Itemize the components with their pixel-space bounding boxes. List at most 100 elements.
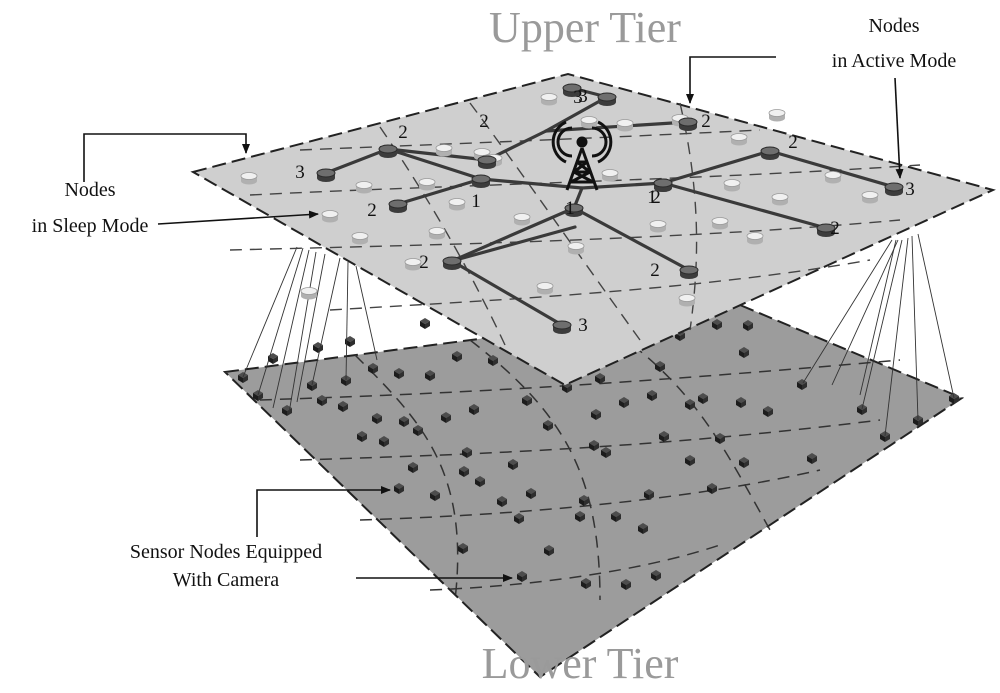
active-node: 2 (419, 252, 462, 273)
active-node: 3 (562, 83, 583, 108)
sleep-node (601, 169, 619, 182)
active-node-disc (552, 320, 572, 334)
sensor-node-camera (543, 420, 553, 431)
sleep-node (355, 181, 373, 194)
sleep-node (723, 179, 741, 192)
sensor-node-camera (857, 404, 867, 415)
sleep-node (678, 294, 696, 307)
sensor-nodes-callout: Sensor Nodes Equipped With Camera (130, 486, 513, 591)
lower-tier-title: Lower Tier (482, 639, 679, 688)
sensor-node-camera (394, 368, 404, 379)
sensor-node-camera (647, 390, 657, 401)
sensor-node-camera (425, 370, 435, 381)
active-node-disc (679, 265, 699, 279)
sensor-node-camera (736, 397, 746, 408)
sensor-node-camera (739, 457, 749, 468)
sensor-node-camera (575, 511, 585, 522)
sleep-node (567, 242, 585, 255)
active-node-disc (477, 155, 497, 169)
sensor-node-camera (458, 543, 468, 554)
active-node: 2 (678, 111, 711, 132)
active-node-disc (653, 178, 673, 192)
sensor-node-camera (317, 395, 327, 406)
sensor-node-camera (497, 496, 507, 507)
sensor-node-camera (253, 390, 263, 401)
sensor-node-camera (763, 406, 773, 417)
sensor-node-camera (475, 476, 485, 487)
sensor-node-camera (621, 579, 631, 590)
sensor-node-camera (619, 397, 629, 408)
sleep-node (240, 172, 258, 185)
sensor-node-camera (712, 319, 722, 330)
active-node: 3 (884, 179, 915, 200)
sensor-node-camera (413, 425, 423, 436)
active-node-disc (471, 174, 491, 188)
node-level-label: 2 (788, 132, 798, 153)
sensor-node-camera (739, 347, 749, 358)
active-node-disc (442, 256, 462, 270)
sensor-node-camera (441, 412, 451, 423)
sensor-node-camera (430, 490, 440, 501)
sleep-node (351, 232, 369, 245)
active-node-disc (378, 144, 398, 158)
active-node: 2 (367, 199, 408, 221)
node-level-label: 3 (573, 87, 583, 108)
sleep-node (513, 213, 531, 226)
sensor-node-camera (394, 483, 404, 494)
active-node: 2 (760, 132, 798, 160)
sensor-node-camera (638, 523, 648, 534)
active-node-disc (564, 203, 584, 217)
node-level-label: 2 (650, 260, 660, 281)
active-node-disc (316, 168, 336, 182)
sleep-node (649, 220, 667, 233)
sleep-node (300, 287, 318, 300)
sensor-node-camera (488, 355, 498, 366)
sleep-node (711, 217, 729, 230)
active-node-disc (562, 83, 582, 97)
sensor-node-camera (459, 466, 469, 477)
node-level-label: 2 (830, 218, 840, 239)
sensor-node-camera (591, 409, 601, 420)
active-callout-line-1: Nodes (868, 15, 919, 37)
node-level-label: 1 (647, 187, 657, 208)
sensor-node-camera (372, 413, 382, 424)
node-level-label: 2 (367, 200, 377, 221)
antenna-tower-icon (551, 120, 613, 191)
active-node: 2 (378, 122, 408, 158)
active-callout-line-2: in Active Mode (832, 50, 957, 72)
sensor-node-camera (651, 570, 661, 581)
upper-tier-title: Upper Tier (489, 3, 681, 52)
sleep-node (616, 119, 634, 132)
active-node-disc (597, 92, 617, 106)
sensor-node-camera (611, 511, 621, 522)
lower-tier-grid (259, 321, 901, 601)
active-node: 1 (564, 198, 584, 219)
sleep-node (771, 193, 789, 206)
node-level-label: 3 (295, 162, 305, 183)
sensor-node-camera (357, 431, 367, 442)
active-node: 2 (477, 111, 497, 169)
sensor-node-camera (399, 416, 409, 427)
sensor-node-camera (469, 404, 479, 415)
active-node-disc (816, 223, 836, 237)
sleep-callout-line-2: in Sleep Mode (32, 215, 149, 237)
active-mode-callout: Nodes in Active Mode (686, 15, 957, 179)
routing-tree (324, 86, 896, 327)
sleep-node (428, 227, 446, 240)
sensor-callout-line-2: With Camera (173, 569, 280, 591)
sensor-node-camera (452, 351, 462, 362)
sensor-node-camera (581, 578, 591, 589)
sensor-node-camera (238, 372, 248, 383)
sensor-node-camera (589, 440, 599, 451)
sensor-node-camera (379, 436, 389, 447)
sensor-node-camera (338, 401, 348, 412)
sleep-node (536, 282, 554, 295)
sleep-callout-line-1: Nodes (64, 179, 115, 201)
sensor-node-camera (526, 488, 536, 499)
node-level-label: 1 (471, 191, 481, 212)
sensor-node-camera (579, 495, 589, 506)
active-node: 2 (650, 260, 699, 281)
inter-tier-links (242, 233, 955, 437)
